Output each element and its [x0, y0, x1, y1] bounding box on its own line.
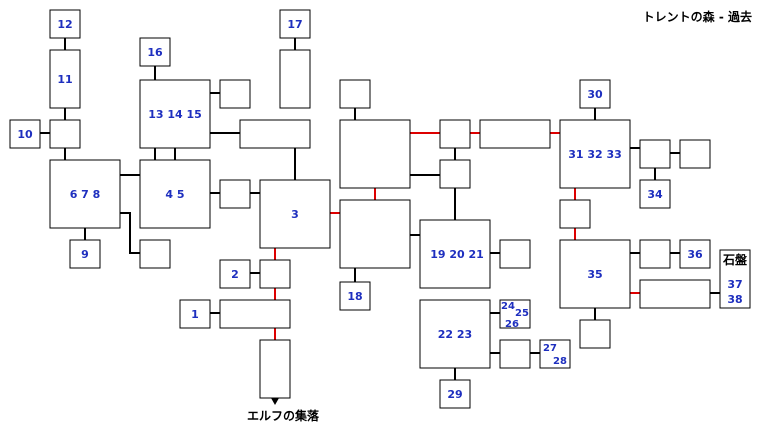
- room-exit-corridor: [259, 339, 291, 399]
- room-9: [69, 239, 101, 269]
- room-junction-l: [439, 119, 471, 149]
- room-wide-f: [239, 119, 311, 149]
- room-6-7-8: [49, 159, 121, 229]
- label-6-7-8: 6 7 8: [70, 188, 101, 201]
- room-36: [679, 239, 711, 269]
- label-38: 38: [727, 293, 742, 306]
- room-wide-h: [219, 299, 291, 329]
- room-4-5: [139, 159, 211, 229]
- label-24: 24: [501, 301, 515, 312]
- room-tall-e: [279, 49, 311, 109]
- label-11: 11: [57, 73, 72, 86]
- room-35: [559, 239, 631, 309]
- label-34: 34: [647, 188, 663, 201]
- room-junction-a: [49, 119, 81, 149]
- stone-tablet-label: 石盤: [722, 252, 748, 267]
- room-2: [219, 259, 251, 289]
- room-junction-m: [439, 159, 471, 189]
- room-side-i: [339, 79, 371, 109]
- map-title: トレントの森 - 過去: [643, 9, 752, 24]
- room-19-20-21: [419, 219, 491, 289]
- label-9: 9: [81, 248, 89, 261]
- label-27: 27: [543, 343, 557, 354]
- label-35: 35: [587, 268, 602, 281]
- label-18: 18: [347, 290, 362, 303]
- room-junction-g: [259, 259, 291, 289]
- label-37: 37: [727, 278, 742, 291]
- room-31-32-33: [559, 119, 631, 189]
- room-junction-q: [639, 139, 671, 169]
- exit-label: エルフの集落: [247, 408, 320, 423]
- room-34: [639, 179, 671, 209]
- room-13-14-15: [139, 79, 211, 149]
- label-30: 30: [587, 88, 603, 101]
- room-side-b: [219, 79, 251, 109]
- label-29: 29: [447, 388, 462, 401]
- room-side-r: [679, 139, 711, 169]
- room-junction-t: [639, 239, 671, 269]
- label-2: 2: [231, 268, 239, 281]
- room-30: [579, 79, 611, 109]
- label-16: 16: [147, 46, 163, 59]
- label-17: 17: [287, 18, 302, 31]
- label-13-14-15: 13 14 15: [148, 108, 202, 121]
- label-10: 10: [17, 128, 33, 141]
- room-22-23: [419, 299, 491, 369]
- room-11: [49, 49, 81, 109]
- room-12: [49, 9, 81, 39]
- room-27-28: [539, 339, 571, 369]
- room-side-c: [139, 239, 171, 269]
- label-31-32-33: 31 32 33: [568, 148, 622, 161]
- label-28: 28: [553, 356, 567, 367]
- room-side-o: [499, 239, 531, 269]
- label-36: 36: [687, 248, 703, 261]
- room-big-j: [339, 119, 411, 189]
- label-22-23: 22 23: [438, 328, 472, 341]
- room-side-p: [499, 339, 531, 369]
- room-16: [139, 37, 171, 67]
- room-17: [279, 9, 311, 39]
- room-24-25-26: [499, 299, 531, 329]
- room-10: [9, 119, 41, 149]
- label-25: 25: [515, 308, 529, 319]
- label-12: 12: [57, 18, 72, 31]
- label-3: 3: [291, 208, 299, 221]
- room-junction-s: [559, 199, 591, 229]
- room-wide-u: [639, 279, 711, 309]
- room-1: [179, 299, 211, 329]
- red-connectors: [274, 132, 640, 340]
- room-labels: 12 11 10 6 7 8 9 16 13 14 15 4 5 17 3 2 …: [17, 18, 748, 401]
- room-29: [439, 379, 471, 409]
- label-19-20-21: 19 20 21: [430, 248, 484, 261]
- label-26: 26: [505, 319, 519, 330]
- rooms: [9, 9, 751, 409]
- room-37-38-stone-tablet: [719, 249, 751, 309]
- label-1: 1: [191, 308, 199, 321]
- room-side-v: [579, 319, 611, 349]
- room-3: [259, 179, 331, 249]
- room-big-k: [339, 199, 411, 269]
- room-18: [339, 281, 371, 311]
- label-4-5: 4 5: [165, 188, 184, 201]
- room-wide-n: [479, 119, 551, 149]
- exit-arrow-icon: [271, 398, 279, 405]
- room-side-d: [219, 179, 251, 209]
